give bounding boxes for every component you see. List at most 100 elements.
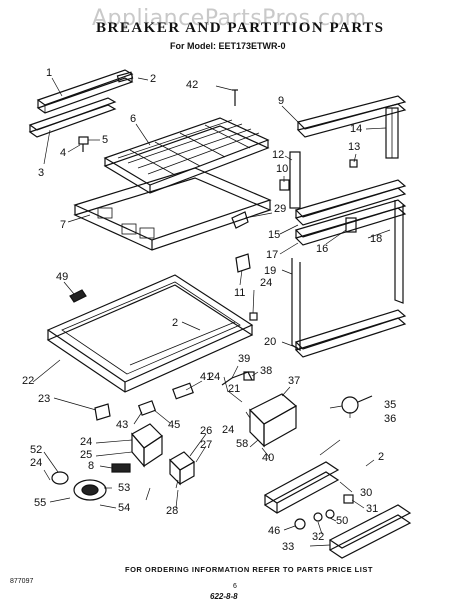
callout-27: 27 [200,439,213,451]
part-32-plug [313,512,323,522]
page-number: 6 [233,583,237,590]
callout-18: 18 [370,233,383,245]
callout-41: 41 [200,371,213,383]
part-7-breaker-housing [73,167,272,251]
callout-24-d: 24 [80,436,93,448]
document-number: 877097 [10,578,34,585]
bottom-code: 622-8-8 [210,592,238,601]
callout-6: 6 [130,113,137,125]
part-17-strip [294,199,407,246]
part-30-bottom-strip [263,461,340,514]
callout-24-a: 24 [208,371,221,383]
part-42-screw [232,89,238,106]
callout-15: 15 [268,229,281,241]
callout-1: 1 [46,67,53,79]
callout-7: 7 [60,219,67,231]
callout-24-b: 24 [260,277,273,289]
part-16-bracket [345,217,357,233]
part-50-plug [325,509,335,519]
part-49-pad [69,289,87,303]
callout-32: 32 [312,531,325,543]
part-15-strip [294,179,407,226]
part-9-breaker-strip [296,95,407,138]
ordering-info-footer: FOR ORDERING INFORMATION REFER TO PARTS … [125,565,373,574]
callout-30: 30 [360,487,373,499]
callout-14: 14 [350,123,363,135]
part-52-bulb [51,471,69,485]
callout-49: 49 [56,271,69,283]
part-24-clip-upper [249,312,258,321]
callout-42: 42 [186,79,199,91]
callout-29: 29 [274,203,287,215]
part-29-clip [231,211,249,229]
callout-33: 33 [282,541,295,553]
callout-5: 5 [102,134,109,146]
callout-8: 8 [88,460,95,472]
callout-23: 23 [38,393,51,405]
callout-10: 10 [276,163,289,175]
part-43-bracket [137,400,157,416]
part-3-breaker-strip [28,97,117,138]
callout-21: 21 [228,383,241,395]
callout-24-e: 24 [30,457,43,469]
callout-36: 36 [384,413,397,425]
model-line: For Model: EET173ETWR-0 [170,41,286,51]
part-4-screw [78,136,89,152]
part-14-strip [385,107,399,159]
callout-39: 39 [238,353,251,365]
part-8-connector [111,463,131,473]
part-22-partition-tray [46,274,254,393]
part-26-switch [169,451,195,486]
callout-55: 55 [34,497,47,509]
callout-35: 35 [384,399,397,411]
part-25-socket [131,423,163,468]
watermark: AppliancePartsPros.com [92,6,367,31]
callout-4: 4 [60,147,67,159]
callout-46: 46 [268,525,281,537]
part-46-plug [294,518,306,530]
callout-13: 13 [348,141,361,153]
part-35-control-knob [341,395,373,414]
part-10-bracket [279,179,290,191]
callout-26: 26 [200,425,213,437]
callout-17: 17 [266,249,279,261]
callout-45: 45 [168,419,181,431]
part-13-clip [349,159,358,168]
part-41-switch [172,382,194,400]
part-6-shelf-grid [103,117,270,194]
callout-19: 19 [264,265,277,277]
part-39-lever [221,371,255,386]
callout-2-tray: 2 [172,317,179,329]
callout-50: 50 [336,515,349,527]
callout-24-c: 24 [222,424,235,436]
leader-lines [32,77,391,547]
callout-31: 31 [366,503,379,515]
diagram-title: BREAKER AND PARTITION PARTS [96,20,385,36]
callout-58: 58 [236,438,249,450]
callout-38: 38 [260,365,273,377]
part-20-strip [294,309,407,358]
part-31-fastener [343,494,354,504]
part-2-clip [116,71,134,83]
callout-25: 25 [80,449,93,461]
callout-54: 54 [118,502,131,514]
part-37-control-housing [248,393,298,448]
callout-11: 11 [234,287,246,299]
callout-37: 37 [288,375,301,387]
callout-2-lower: 2 [378,451,385,463]
callout-28: 28 [166,505,179,517]
callout-9: 9 [278,95,285,107]
callout-16: 16 [316,243,329,255]
callout-53: 53 [118,482,131,494]
callout-43: 43 [116,419,129,431]
callout-3: 3 [38,167,45,179]
callout-40: 40 [262,452,275,464]
callout-22: 22 [22,375,35,387]
callout-12: 12 [272,149,285,161]
callout-20: 20 [264,336,277,348]
callout-2: 2 [150,73,157,85]
callout-52: 52 [30,444,43,456]
part-12-strip [289,151,301,209]
